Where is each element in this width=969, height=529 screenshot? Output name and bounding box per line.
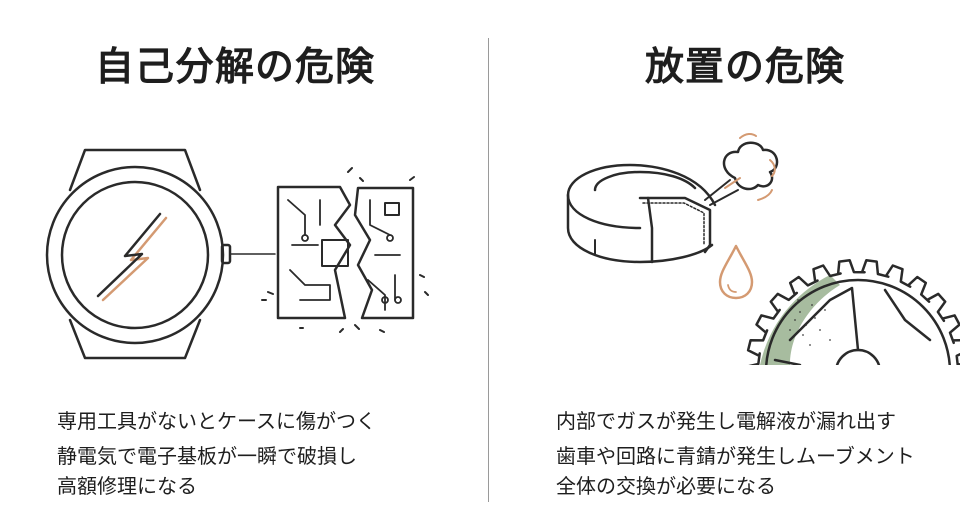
left-title: 自己分解の危険 <box>94 44 375 90</box>
right-line-1: 内部でガスが発生し電解液が漏れ出す <box>556 409 896 433</box>
right-description: 内部でガスが発生し電解液が漏れ出す 歯車や回路に青錆が発生しムーブメント 全体の… <box>556 406 915 506</box>
right-title: 放置の危険 <box>644 44 845 90</box>
right-line-2: 歯車や回路に青錆が発生しムーブメント <box>556 444 915 468</box>
gear-teeth <box>746 259 960 365</box>
left-line-3: 高額修理になる <box>57 474 197 498</box>
broken-circuit-board-icon <box>261 167 429 333</box>
right-line-3: 全体の交換が必要になる <box>556 474 776 498</box>
left-description: 専用工具がないとケースに傷がつく 静電気で電子基板が一瞬で破損し 高額修理になる <box>57 406 376 506</box>
left-line-2: 静電気で電子基板が一瞬で破損し <box>57 444 357 468</box>
corroded-gear-icon <box>746 259 960 365</box>
leaking-battery-icon <box>566 132 779 264</box>
left-line-1: 専用工具がないとケースに傷がつく <box>57 409 376 433</box>
electrolyte-drop-icon <box>718 244 754 300</box>
watch-lightning-icon <box>45 148 276 360</box>
center-divider <box>488 38 489 502</box>
